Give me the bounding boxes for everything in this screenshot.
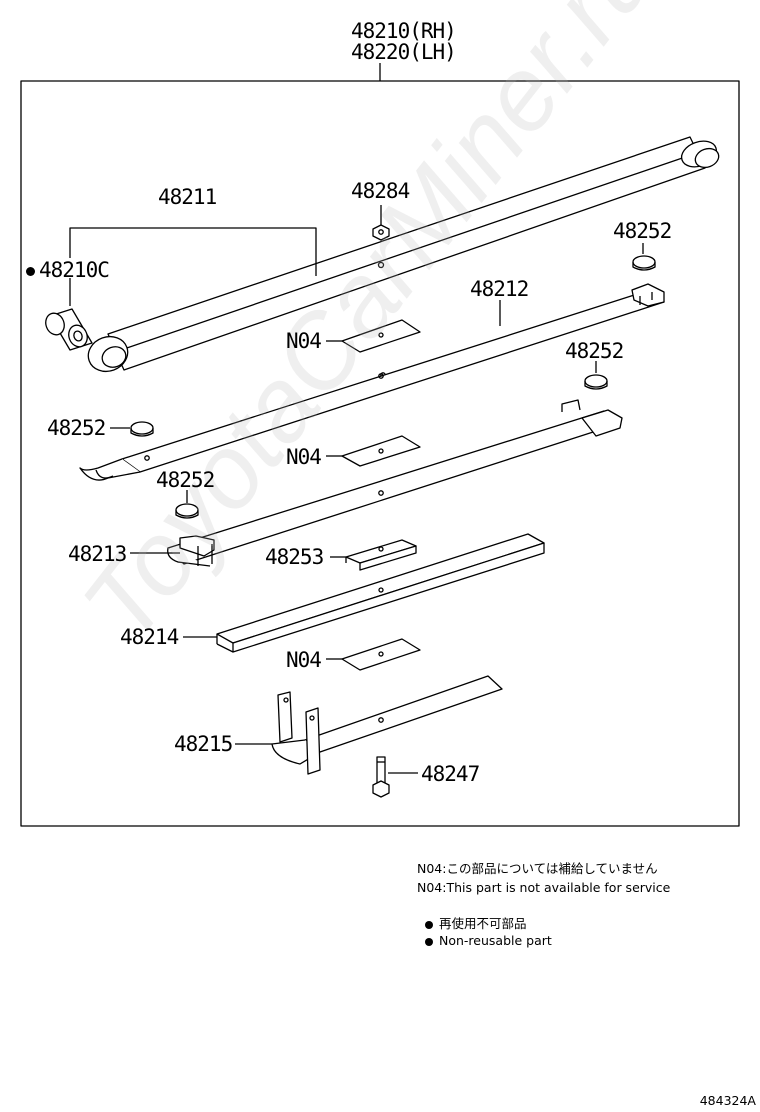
leaf-spring-fifth: [271, 675, 503, 775]
note-n04-jp: N04:この部品については補給していません: [417, 861, 658, 876]
leaf-spring-fourth: [216, 533, 545, 653]
bushing: [45, 308, 93, 351]
note-nonreuse-en: Non-reusable part: [425, 933, 552, 948]
pad-n04-a: [341, 319, 421, 353]
part-label-n04-a: N04: [286, 329, 322, 353]
bullet-icon: [425, 920, 433, 929]
part-label-48215: 48215: [174, 732, 233, 756]
note-nonreuse-jp: 再使用不可部品: [425, 916, 527, 931]
leaf-spring-second: [79, 283, 665, 481]
pad-n04-c: [341, 638, 421, 671]
part-label-48252-b: 48252: [565, 339, 624, 363]
leaf-clip-c: [130, 421, 154, 437]
part-label-48284: 48284: [351, 179, 410, 203]
assembly-label-lh: 48220(LH): [351, 40, 457, 64]
part-label-48252-a: 48252: [613, 219, 672, 243]
leaf-clip-a: [632, 255, 656, 271]
center-bolt: [372, 756, 390, 798]
note-n04-en: N04:This part is not available for servi…: [417, 880, 671, 895]
assembly-label-rh: 48210(RH): [351, 19, 457, 43]
pad-n04-b: [341, 435, 421, 467]
part-label-48210c: 48210C: [26, 259, 110, 281]
part-label-48252-d: 48252: [156, 468, 215, 492]
leaf-spring-main: [87, 136, 720, 378]
part-label-48211: 48211: [158, 185, 217, 209]
part-label-n04-b: N04: [286, 445, 322, 469]
part-label-48213: 48213: [68, 542, 127, 566]
leaf-clip-b: [584, 374, 608, 390]
leaf-spring-third: [167, 399, 623, 567]
part-label-n04-c: N04: [286, 648, 322, 672]
nut: [372, 224, 390, 241]
bullet-icon: [425, 937, 433, 946]
part-label-48212: 48212: [470, 277, 529, 301]
leaf-clip-d: [175, 503, 199, 519]
part-label-48253: 48253: [265, 545, 324, 569]
part-label-48214: 48214: [120, 625, 179, 649]
part-label-48252-c: 48252: [47, 416, 106, 440]
diagram-code: 484324A: [699, 1093, 756, 1108]
liner: [345, 539, 417, 571]
non-reusable-marker: [26, 266, 35, 276]
part-label-48247: 48247: [421, 762, 480, 786]
